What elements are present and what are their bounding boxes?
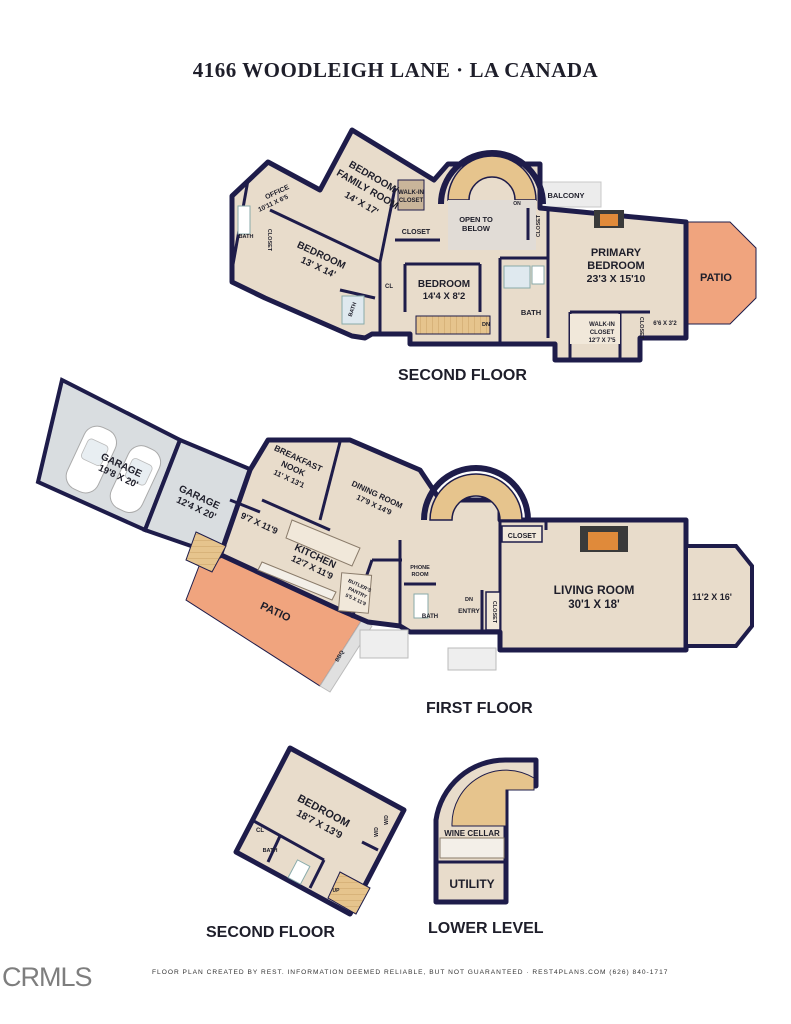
walkin-closet-label-b: CLOSET (399, 198, 424, 204)
footer-disclaimer: FLOOR PLAN CREATED BY REST. INFORMATION … (152, 969, 669, 976)
primary-label-a: PRIMARY (591, 247, 642, 259)
bath-label-4: BATH (422, 614, 438, 620)
open-below-b: BELOW (462, 224, 491, 233)
living-label: LIVING ROOM (554, 583, 635, 597)
patio-upper-label: PATIO (700, 272, 732, 284)
living-dim: 30'1 X 18' (568, 599, 620, 611)
closet-label-1: CLOSET (266, 229, 272, 252)
closet-label-5: CLOSET (491, 601, 497, 624)
primary-dim: 23'3 X 15'10 (587, 273, 646, 285)
guest-floor-plan: BEDROOM 18'7 X 13'9 CL BATH W/D W/D UP (233, 745, 407, 917)
bbq-label: BBQ (334, 649, 346, 663)
up-label: UP (333, 888, 341, 894)
first-floor-plan: GARAGE 19'8 X 20' GARAGE 12'4 X 20' BREA… (35, 377, 754, 693)
floor-label-second-guest: SECOND FLOOR (206, 924, 335, 941)
second-floor-plan: OFFICE 10'11 X 6'5 BATH CLOSET BEDROOM/ … (229, 127, 757, 363)
guest-floor-body (233, 745, 407, 917)
bay-dim: 11'2 X 16' (692, 592, 732, 602)
floor-label-lower: LOWER LEVEL (428, 920, 544, 937)
walkin-label-a: WALK-IN (589, 322, 615, 328)
balcony (535, 181, 602, 208)
bedroom-144-label: BEDROOM (418, 279, 470, 290)
lower-level-plan: WINE CELLAR UTILITY (433, 757, 539, 905)
floor-label-first: FIRST FLOOR (426, 700, 533, 717)
bath-label-3: BATH (521, 308, 541, 317)
bath-label-2: BATH (348, 302, 359, 318)
wine-cellar-label: WINE CELLAR (444, 829, 500, 838)
plan-title: 4166 WOODLEIGH LANE · LA CANADA (192, 58, 599, 82)
closet-label-2: CLOSET (402, 229, 431, 236)
walkin-dim: 12'7 X 7'5 (589, 338, 617, 344)
wd-label-2: W/D (374, 827, 380, 837)
floor-label-second-upper: SECOND FLOOR (398, 367, 527, 384)
bedroom-144-dim: 14'4 X 8'2 (423, 291, 466, 302)
cl-label-2: CL (256, 828, 264, 834)
crmls-logo: CRMLS (2, 962, 93, 992)
bath-label-5: BATH (263, 848, 278, 854)
closet-label-3: CLOSET (536, 214, 542, 237)
dn-label-1: DN (482, 322, 490, 328)
balcony-label: BALCONY (547, 191, 584, 200)
closet-label-6: CLOSET (508, 533, 537, 540)
walkin-label-b: CLOSET (590, 330, 615, 336)
walkin-closet-label-a: WALK-IN (398, 190, 424, 196)
open-below-a: OPEN TO (459, 215, 493, 224)
closet-label-4: CLOSET (638, 317, 644, 340)
dim-6632: 6'6 X 3'2 (653, 321, 677, 327)
wd-label-1: W/D (384, 815, 390, 825)
utility-label: UTILITY (449, 877, 494, 891)
entry-label: ENTRY (458, 608, 480, 615)
on-label: ON (513, 201, 521, 207)
dn-label-2: DN (465, 597, 473, 603)
phone-label-b: ROOM (411, 572, 429, 578)
bath-label-1: BATH (239, 234, 254, 240)
primary-label-b: BEDROOM (587, 260, 644, 272)
phone-label-a: PHONE (410, 565, 430, 571)
cl-label: CL (385, 284, 393, 290)
